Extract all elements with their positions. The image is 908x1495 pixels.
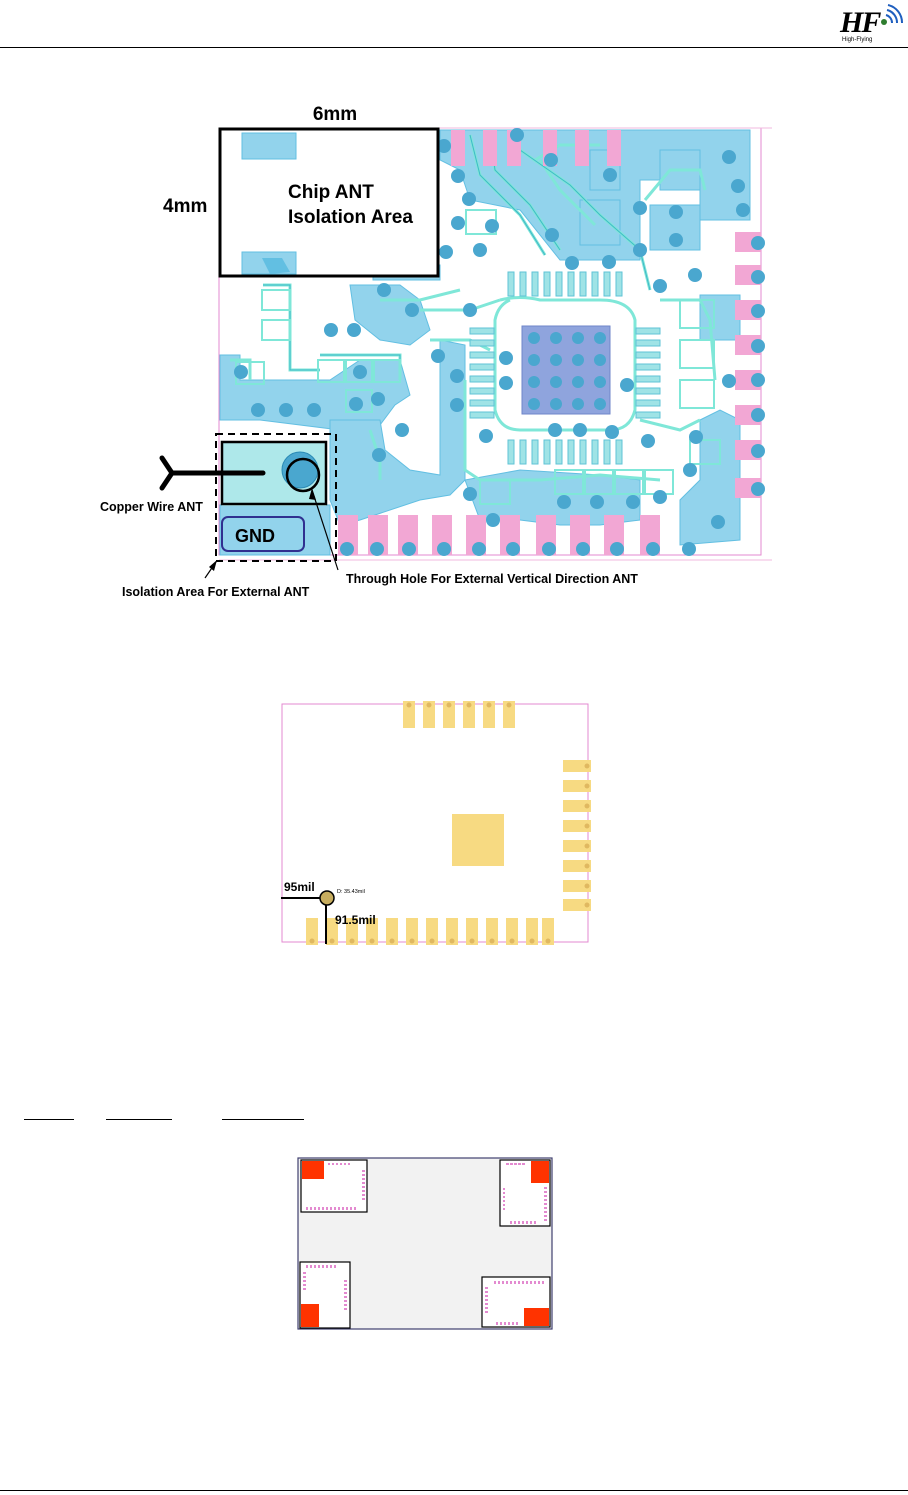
chip-ant-label-line2: Isolation Area — [288, 207, 413, 228]
logo-tagline: High-Flying — [842, 37, 872, 43]
dim-y-label: 91.5mil — [335, 913, 376, 927]
dimension-height-label: 4mm — [163, 196, 207, 217]
corner-placement-figure — [0, 1150, 908, 1340]
footer-rule — [0, 1490, 908, 1491]
logo-mark: HF — [840, 6, 879, 40]
antenna-via-marker — [320, 891, 334, 905]
header-rule — [0, 47, 908, 48]
through-hole-label: Through Hole For External Vertical Direc… — [346, 572, 638, 586]
module-bottom-left — [300, 1262, 350, 1328]
underline-stub — [222, 1119, 304, 1120]
center-ground-pad — [452, 814, 504, 866]
brand-logo: HF High-Flying — [838, 4, 906, 46]
module-top-left — [301, 1160, 367, 1212]
corner-marker — [524, 1308, 549, 1326]
underline-stub — [106, 1119, 172, 1120]
copper-wire-ant-label: Copper Wire ANT — [100, 500, 203, 514]
underline-stub — [24, 1119, 74, 1120]
gnd-label: GND — [235, 526, 275, 546]
corner-marker — [302, 1161, 324, 1179]
module-bottom-right — [482, 1277, 550, 1327]
wifi-arcs-icon — [878, 4, 904, 30]
footprint-figure: 95mil 91.5mil D: 35.43mil — [0, 690, 908, 960]
chip-ant-pad-top — [242, 133, 296, 159]
dim-x-label: 95mil — [284, 880, 315, 894]
corner-marker — [301, 1304, 319, 1327]
antenna-layout-figure: 6mm 4mm Chip ANT Isolation Area GND Copp… — [0, 95, 908, 605]
module-top-right — [500, 1160, 550, 1226]
diameter-label: D: 35.43mil — [337, 889, 365, 895]
module-outline — [282, 704, 588, 942]
isolation-external-label: Isolation Area For External ANT — [122, 585, 310, 599]
dimension-width-label: 6mm — [313, 104, 357, 125]
chip-ant-label-line1: Chip ANT — [288, 182, 374, 203]
corner-marker — [531, 1161, 549, 1183]
